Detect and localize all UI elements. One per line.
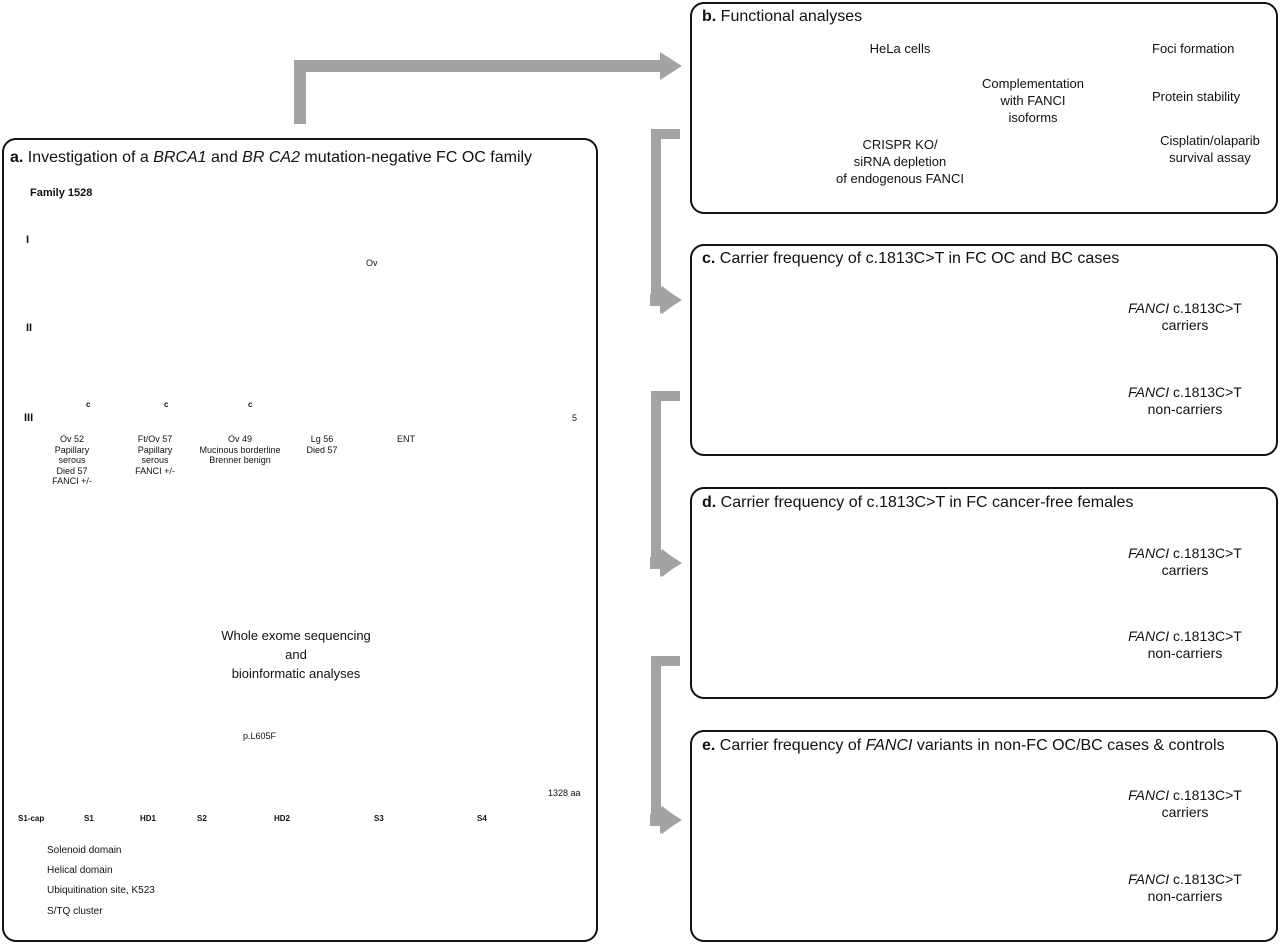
panel-c — [690, 244, 1278, 456]
panel-e-title: e. Carrier frequency of FANCI variants i… — [702, 737, 1225, 754]
carrier-mark-2: c — [164, 400, 169, 409]
domain-hd1: HD1 — [140, 814, 157, 823]
generation-ii: II — [26, 322, 33, 334]
legend-stq-cluster: S/TQ cluster — [47, 906, 103, 917]
legend-ubiquitination: Ubiquitination site, K523 — [47, 885, 155, 896]
legend-helical: Helical domain — [47, 865, 113, 876]
panel-e — [690, 730, 1278, 942]
domain-hd2: HD2 — [274, 814, 291, 823]
panel-b — [690, 2, 1278, 214]
outcome-foci: Foci formation — [1152, 41, 1235, 56]
domain-s4: S4 — [477, 814, 487, 823]
sibling-count: 5 — [572, 413, 578, 423]
panel-a — [2, 138, 598, 942]
domain-s1: S1 — [84, 814, 94, 823]
variant-label: p.L605F — [243, 731, 277, 741]
hela-cells-label: HeLa cells — [869, 41, 931, 56]
generation-i: I — [26, 234, 30, 246]
panel-d — [690, 487, 1278, 699]
domain-s3: S3 — [374, 814, 384, 823]
gen3-person5-label: ENT — [397, 434, 415, 444]
domain-s1cap: S1-cap — [18, 814, 45, 823]
carrier-mark-3: c — [248, 400, 253, 409]
panel-a-title: a. Investigation of a BRCA1 and BR CA2 m… — [10, 149, 533, 166]
outcome-stability: Protein stability — [1152, 89, 1241, 104]
panel-d-title: d. Carrier frequency of c.1813C>T in FC … — [702, 494, 1134, 511]
panel-c-title: c. Carrier frequency of c.1813C>T in FC … — [702, 250, 1120, 267]
legend-solenoid: Solenoid domain — [47, 845, 122, 856]
carrier-mark-1: c — [86, 400, 91, 409]
protein-length: 1328 aa — [548, 788, 581, 798]
domain-s2: S2 — [197, 814, 207, 823]
family-label: Family 1528 — [30, 187, 93, 199]
generation-iii: III — [24, 412, 34, 424]
gen1-female-label: Ov — [366, 258, 378, 268]
panel-b-title: b. Functional analyses — [702, 8, 863, 25]
